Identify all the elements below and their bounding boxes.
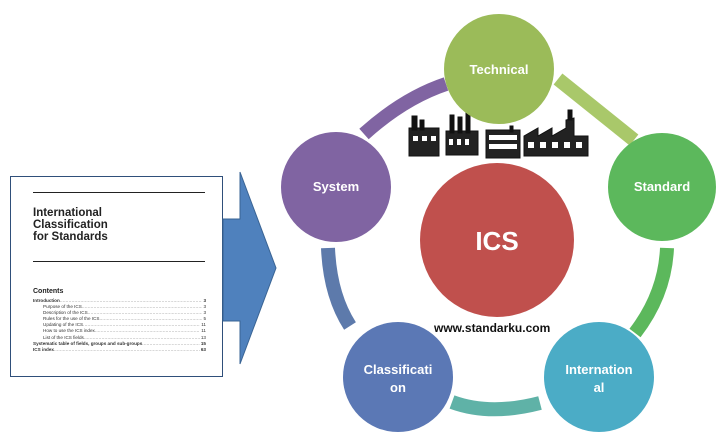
toc-leader-dots: ........................................…	[81, 304, 203, 310]
toc-entry: How to use the ICS index................…	[33, 328, 206, 334]
node-technical-label: Technical	[469, 62, 528, 77]
document-title: International Classification for Standar…	[33, 207, 213, 243]
node-international: Internation al	[544, 322, 654, 432]
document-title-line-2: Classification	[33, 219, 108, 231]
document-title-line-3: for Standards	[33, 231, 108, 243]
toc-entry-page: 15	[200, 340, 206, 346]
toc-entry-page: 3	[203, 310, 206, 316]
toc-leader-dots: ........................................…	[99, 316, 202, 322]
toc-entry-page: 11	[201, 328, 206, 334]
factory-icon	[445, 112, 479, 156]
toc-entry-label: Purpose of the ICS	[43, 304, 82, 310]
right-arrow-shape	[222, 171, 277, 365]
toc-entry-label: Rules for the use of the ICS	[43, 316, 100, 322]
toc-leader-dots: ........................................…	[59, 298, 203, 303]
document-top-rule	[33, 192, 205, 193]
node-technical-circle	[444, 14, 554, 124]
ring-arc-standard-international	[629, 247, 674, 338]
node-standard-circle	[608, 133, 716, 241]
toc-entry-label: Systematic table of fields, groups and s…	[33, 340, 143, 346]
ics-center-label: ICS	[475, 226, 518, 256]
node-technical: Technical	[444, 14, 554, 124]
node-classification: Classificati on	[343, 322, 453, 432]
ring-arc-international-classification	[449, 395, 542, 417]
node-standard: Standard	[608, 133, 716, 241]
website-url-text: www.standarku.com	[434, 321, 551, 335]
toc-leader-dots: ........................................…	[142, 340, 200, 346]
toc-leader-dots: ........................................…	[87, 310, 203, 316]
toc-entry-label: Updating of the ICS	[43, 322, 84, 328]
node-classification-circle	[343, 322, 453, 432]
node-classification-label-line-1: Classificati	[364, 362, 433, 377]
toc-entry: Systematic table of fields, groups and s…	[33, 341, 206, 347]
document-middle-rule	[33, 261, 205, 262]
factory-icon	[485, 125, 521, 159]
toc-entry-label: List of the ICS fields	[43, 334, 84, 340]
toc-entry-page: 63	[200, 346, 206, 352]
toc-entry-page: 3	[203, 298, 206, 303]
toc-entry: Rules for the use of the ICS............…	[33, 316, 206, 322]
node-system-circle	[281, 132, 391, 242]
node-standard-label: Standard	[634, 179, 690, 194]
toc-leader-dots: ........................................…	[94, 328, 200, 334]
node-international-label-line-2: al	[594, 380, 605, 395]
toc-entry-label: How to use the ICS index	[43, 328, 95, 334]
toc-entry: List of the ICS fields..................…	[33, 335, 206, 341]
node-system-label: System	[313, 179, 359, 194]
toc-entry-label: Introduction	[33, 298, 60, 303]
node-international-circle	[544, 322, 654, 432]
toc-entry-page: 3	[203, 304, 206, 310]
factory-icons-group	[408, 109, 589, 159]
contents-heading: Contents	[33, 288, 64, 295]
toc-entry-label: ICS index	[33, 346, 54, 352]
factory-icon	[523, 109, 589, 157]
toc-entry: Introduction............................…	[33, 298, 206, 304]
toc-entry: Updating of the ICS.....................…	[33, 322, 206, 328]
ics-center-circle	[420, 163, 574, 317]
ring-arc-system-technical	[359, 77, 449, 140]
toc-entry: Purpose of the ICS......................…	[33, 304, 206, 310]
toc-leader-dots: ........................................…	[83, 322, 200, 328]
toc-entry-label: Description of the ICS	[43, 310, 88, 316]
toc-leader-dots: ........................................…	[53, 346, 200, 352]
node-classification-label-line-2: on	[390, 380, 406, 395]
toc-entry-page: 5	[203, 316, 206, 322]
factory-icon	[408, 115, 440, 157]
ics-document-thumbnail: International Classification for Standar…	[10, 176, 223, 377]
toc-leader-dots: ........................................…	[83, 334, 200, 340]
document-title-line-1: International	[33, 207, 103, 219]
toc-entry-page: 11	[201, 322, 206, 328]
ring-arc-technical-standard	[553, 73, 639, 146]
node-international-label-line-1: Internation	[565, 362, 632, 377]
toc-entry-page: 13	[200, 334, 206, 340]
table-of-contents: Introduction............................…	[33, 298, 206, 353]
node-system: System	[281, 132, 391, 242]
ring-arc-classification-system	[321, 247, 356, 330]
toc-entry: Description of the ICS..................…	[33, 310, 206, 316]
toc-entry: ICS index...............................…	[33, 347, 206, 353]
